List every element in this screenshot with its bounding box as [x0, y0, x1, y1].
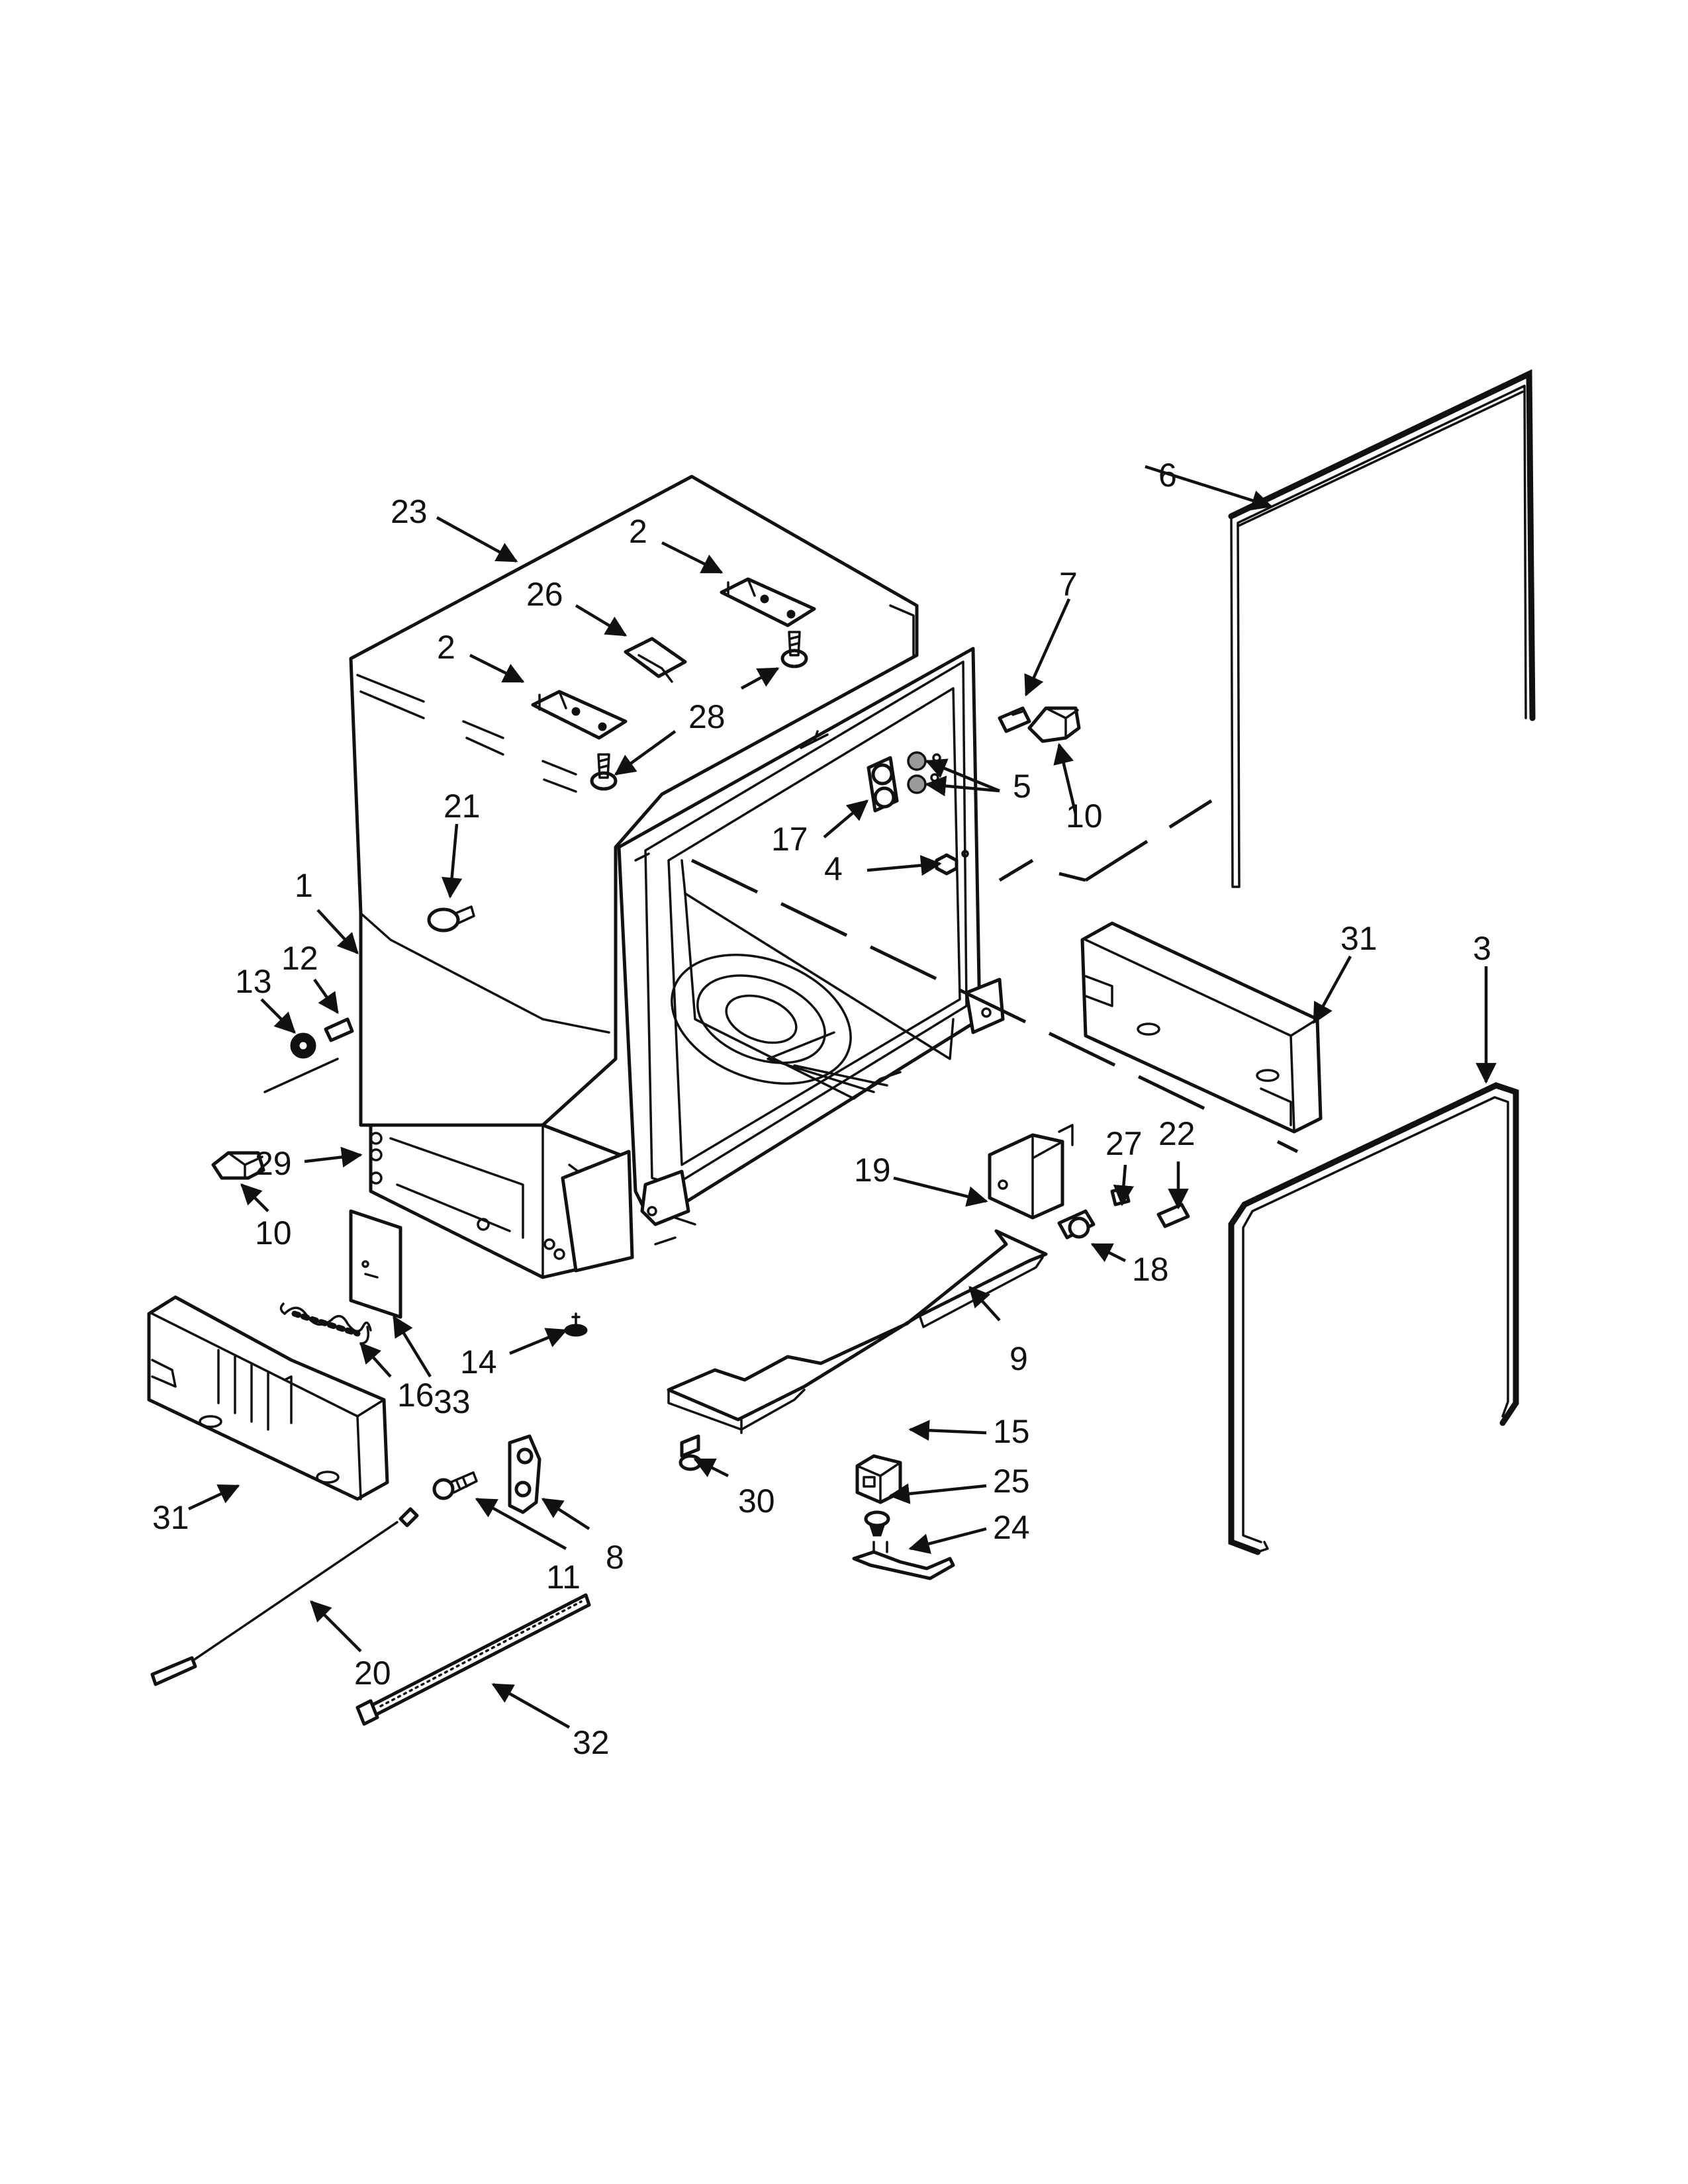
vent-fitting: [867, 756, 899, 813]
callout-30: 30: [738, 1482, 775, 1520]
callout-9: 9: [1009, 1340, 1028, 1377]
tub-assembly: [349, 475, 919, 1279]
toe-insulation-right: [1080, 921, 1323, 1134]
tub-left-grounding: [263, 1058, 339, 1093]
toe-insulation-left: [147, 1295, 389, 1501]
leveling-leg: [564, 1312, 588, 1337]
callout-1: 1: [295, 867, 313, 904]
callout-32: 32: [573, 1724, 610, 1761]
callout-2-lower: 2: [437, 629, 455, 666]
callout-13: 13: [235, 963, 272, 1000]
side-screw-left: [324, 1017, 354, 1042]
callout-25: 25: [993, 1463, 1030, 1500]
cable-tie: [355, 1593, 591, 1726]
hinge-screw-lower: [590, 753, 618, 791]
clip-washer: [1110, 1186, 1131, 1206]
callout-17: 17: [771, 821, 808, 858]
callout-33: 33: [434, 1383, 471, 1420]
callout-10-left: 10: [255, 1214, 292, 1251]
wiring-label: [349, 1209, 402, 1319]
callout-29: 29: [255, 1145, 292, 1182]
callout-16: 16: [397, 1377, 434, 1414]
callout-3: 3: [1473, 930, 1491, 967]
callout-14: 14: [460, 1343, 497, 1381]
callout-28: 28: [688, 698, 726, 735]
bottom-seal: [1228, 1082, 1519, 1555]
callout-6: 6: [1158, 457, 1177, 494]
callout-19: 19: [854, 1152, 891, 1189]
reference-lines: [690, 799, 1299, 1154]
callout-23: 23: [391, 493, 428, 530]
switch-bracket: [852, 1541, 955, 1580]
callout-20: 20: [354, 1655, 391, 1692]
hinge-bolt: [432, 1471, 478, 1500]
junction-bracket: [988, 1124, 1074, 1220]
callout-22: 22: [1158, 1115, 1196, 1152]
callout-31-right: 31: [1340, 920, 1378, 957]
mounting-clip: [624, 637, 687, 683]
callout-2-upper: 2: [629, 513, 647, 550]
leader-lines: [188, 465, 1497, 1729]
hinge-bracket-upper: [720, 577, 816, 627]
callout-26: 26: [526, 576, 563, 613]
callout-12: 12: [281, 940, 318, 977]
hinge-screw-upper: [780, 631, 808, 668]
access-panel: [667, 1229, 1048, 1434]
panel-screw: [679, 1434, 702, 1471]
switch-knob: [864, 1510, 890, 1537]
hinge-bracket-lower: [531, 690, 628, 740]
callout-21: 21: [444, 788, 481, 825]
callout-15: 15: [993, 1413, 1030, 1450]
callout-31-left: 31: [152, 1499, 189, 1536]
callout-labels: 23 2 26 2 28 21 1 12 13 29 10 33 16 14 3…: [152, 457, 1491, 1761]
ground-wire: [150, 1507, 419, 1686]
bracket-screw-left: [1057, 1209, 1096, 1240]
callout-11: 11: [546, 1559, 581, 1596]
callout-8: 8: [606, 1539, 624, 1576]
callout-24: 24: [993, 1509, 1030, 1546]
bracket-screw-right: [1156, 1203, 1190, 1228]
callout-7: 7: [1059, 566, 1078, 603]
callout-18: 18: [1132, 1251, 1169, 1288]
callout-4: 4: [824, 850, 843, 887]
callout-10-right: 10: [1066, 797, 1103, 835]
side-seal: [1228, 369, 1536, 888]
hinge-plate: [508, 1434, 541, 1514]
callout-27: 27: [1105, 1125, 1143, 1162]
bumper-left: [211, 1151, 265, 1180]
door-spring: [279, 1302, 372, 1345]
callout-5: 5: [1013, 768, 1031, 805]
tub-screw: [427, 905, 475, 933]
side-screw-right: [998, 706, 1031, 733]
bumper-right: [1027, 706, 1081, 743]
leveling-foot-left: [290, 1032, 316, 1059]
